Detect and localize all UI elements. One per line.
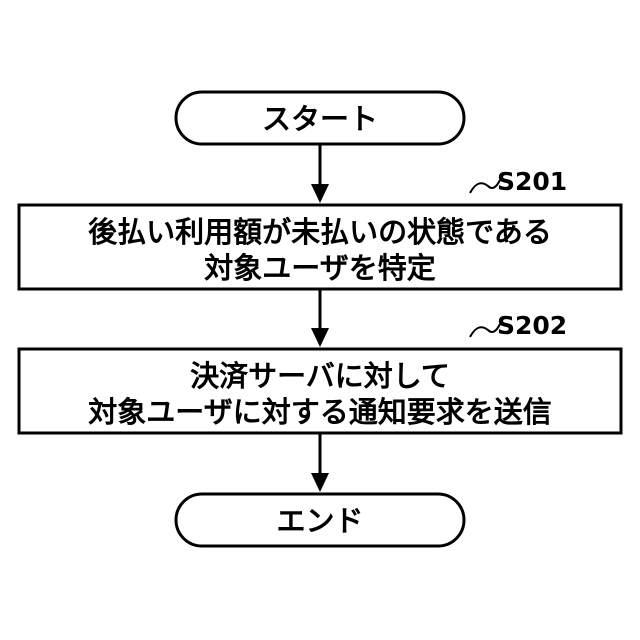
process-s202-line-2: 対象ユーザに対する通知要求を送信 [88,395,551,429]
process-s201-line-1: 後払い利用額が未払いの状態である [88,215,552,249]
step-label-s201: S201 [497,167,567,196]
step-label-s202: S202 [497,311,567,340]
end-terminal-label: エンド [276,504,363,538]
start-terminal-label: スタート [262,102,378,136]
arrow-s202-to-end-head [311,473,329,492]
arrow-s202-to-end [311,433,329,492]
end-terminal: エンド [176,494,464,546]
process-s201-line-2: 対象ユーザを特定 [204,251,435,285]
start-terminal: スタート [176,92,464,144]
arrow-start-to-s201 [311,144,329,203]
process-s202-line-1: 決済サーバに対して [190,359,450,393]
arrow-start-to-s201-head [311,184,329,203]
step-label-s201-leader [470,180,500,193]
arrow-s201-to-s202 [311,289,329,347]
arrow-s201-to-s202-head [311,328,329,347]
step-label-s202-leader [470,324,500,337]
